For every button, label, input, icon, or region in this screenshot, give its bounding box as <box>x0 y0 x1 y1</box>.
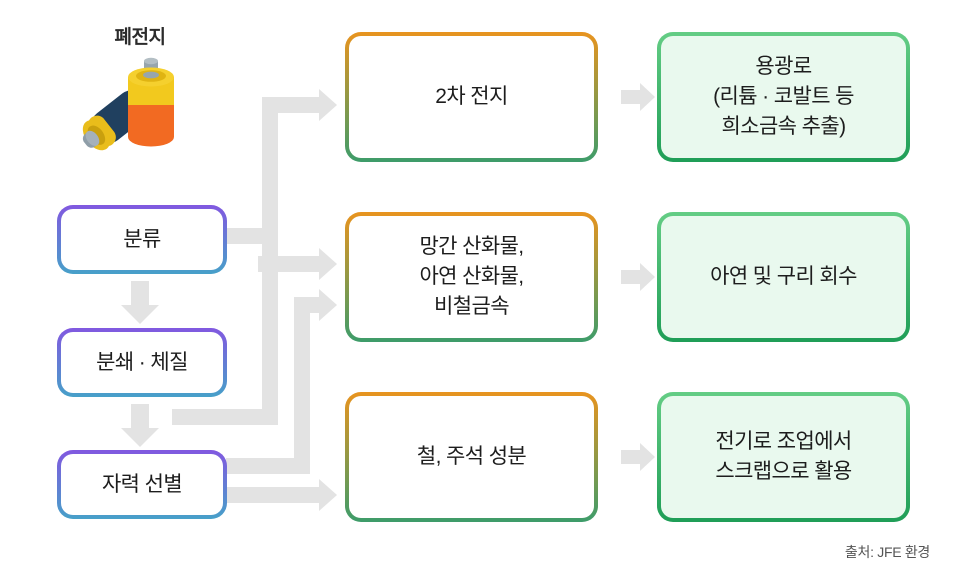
down-arrow-1 <box>121 281 159 324</box>
elbow-connector-right <box>226 289 337 474</box>
right-arrow-row1 <box>621 83 655 111</box>
output-label-secondary-battery: 2차 전지 <box>435 85 508 109</box>
step-box-crushing-sieving: 분쇄 · 체질 <box>57 328 227 397</box>
step-label-magnetic-separation: 자력 선별 <box>101 472 183 496</box>
output-label-iron-tin: 철, 주석 성분 <box>416 445 527 469</box>
result-label-blast-furnace: 용광로 (리튬 · 코발트 등 희소금속 추출) <box>713 55 854 138</box>
straight-arrow-bottom <box>226 479 337 511</box>
result-box-electric-furnace-scrap: 전기로 조업에서 스크랩으로 활용 <box>657 392 910 522</box>
output-box-oxides-nonferrous: 망간 산화물, 아연 산화물, 비철금속 <box>345 212 598 342</box>
down-arrow-2 <box>121 404 159 447</box>
step-label-crushing-sieving: 분쇄 · 체질 <box>96 350 188 374</box>
output-label-oxides-nonferrous: 망간 산화물, 아연 산화물, 비철금속 <box>419 235 524 318</box>
output-box-iron-tin: 철, 주석 성분 <box>345 392 598 522</box>
battery-illustration-icon <box>80 50 204 154</box>
elbow-connector-left <box>172 89 337 425</box>
step-label-sorting: 분류 <box>123 227 161 251</box>
result-box-zinc-copper: 아연 및 구리 회수 <box>657 212 910 342</box>
step-box-magnetic-separation: 자력 선별 <box>57 450 227 519</box>
result-label-electric-furnace-scrap: 전기로 조업에서 스크랩으로 활용 <box>715 430 852 483</box>
result-label-zinc-copper: 아연 및 구리 회수 <box>710 265 857 289</box>
step-box-sorting: 분류 <box>57 205 227 274</box>
right-arrow-row3 <box>621 443 655 471</box>
diagram-title: 폐전지 <box>114 27 166 48</box>
output-box-secondary-battery: 2차 전지 <box>345 32 598 162</box>
source-caption: 출처: JFE 환경 <box>844 544 930 560</box>
result-box-blast-furnace: 용광로 (리튬 · 코발트 등 희소금속 추출) <box>657 32 910 162</box>
right-arrow-row2 <box>621 263 655 291</box>
